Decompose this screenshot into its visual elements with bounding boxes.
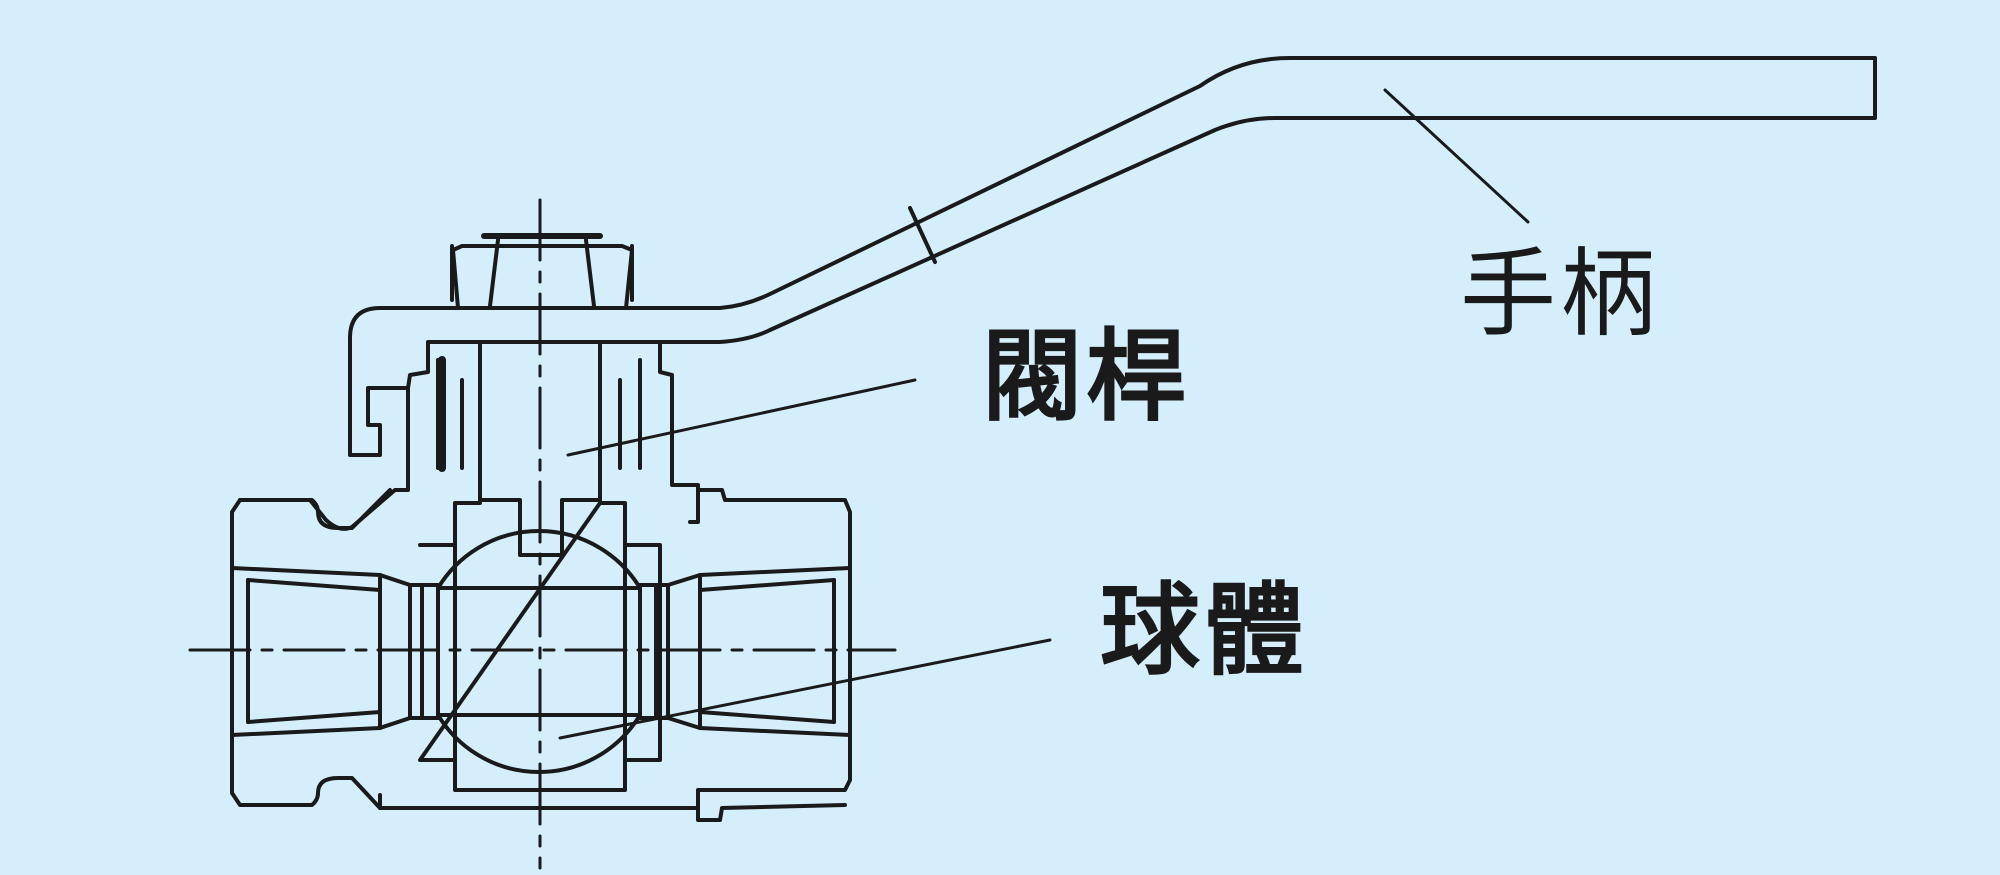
handle-label: 手柄 xyxy=(1460,238,1660,350)
gland-nut xyxy=(450,233,634,502)
stem-leader-line xyxy=(566,378,917,457)
valve-body xyxy=(230,488,852,822)
handle-lever xyxy=(698,56,1877,344)
ball-leader-line xyxy=(558,638,1052,740)
center-lines xyxy=(188,198,897,870)
ball-label: 球體 xyxy=(1100,571,1308,689)
leader-lines xyxy=(558,88,1530,740)
valve-stem xyxy=(436,356,642,557)
stem-label: 閥桿 xyxy=(982,317,1190,435)
handle-leader-line xyxy=(1383,88,1530,224)
